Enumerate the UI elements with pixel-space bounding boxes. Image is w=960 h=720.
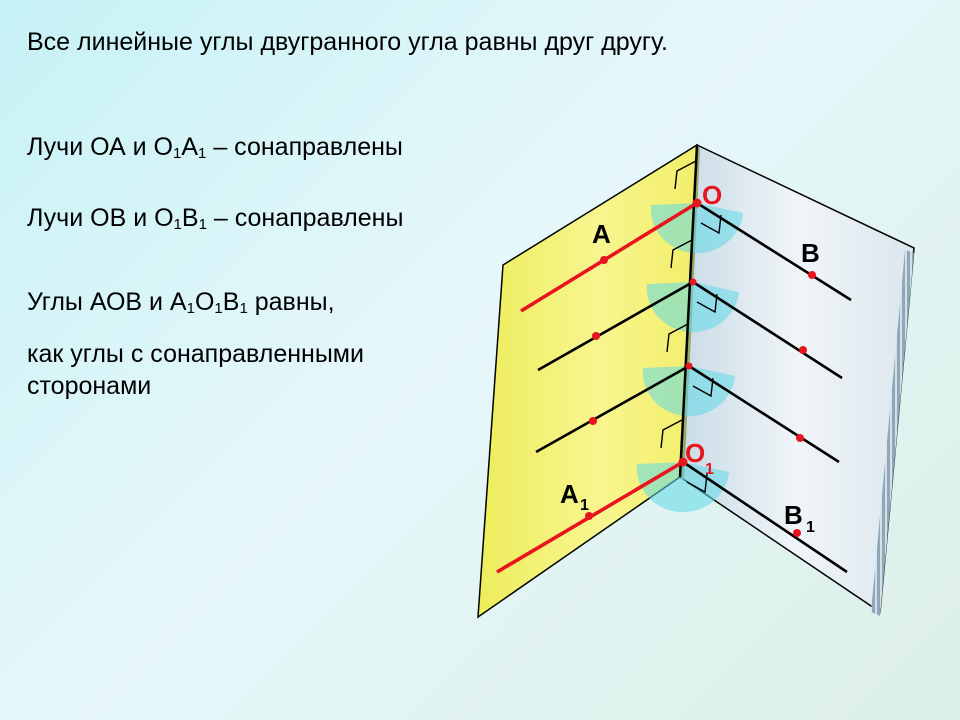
angles-mid2: В xyxy=(222,288,240,316)
label-b1-sub: 1 xyxy=(806,519,815,536)
reason-line2: сторонами xyxy=(27,372,152,400)
statement-rays-oa: Лучи ОА и О1А1 – сонаправлены xyxy=(27,133,403,162)
ray-right xyxy=(682,460,848,574)
angles-post: равны, xyxy=(247,288,335,316)
label-o1: O xyxy=(685,438,705,468)
statement-rays-ob: Лучи ОВ и О1В1 – сонаправлены xyxy=(27,204,403,233)
right-plane-thickness xyxy=(871,250,914,616)
statement-reason-line2: сторонами xyxy=(27,372,151,401)
ray-point-right xyxy=(799,346,807,354)
angles-mid1: О xyxy=(194,288,215,316)
rays-ob-pre: Лучи ОВ и О xyxy=(27,204,174,232)
vertex-point xyxy=(685,362,693,370)
subscript: 1 xyxy=(198,216,207,233)
ray-point-left xyxy=(592,332,600,340)
statement-reason-line1: как углы с сонаправленными xyxy=(27,340,364,369)
ray-point-left xyxy=(600,256,608,264)
label-a1: А xyxy=(560,479,579,509)
subscript: 1 xyxy=(186,300,195,317)
vertex-point xyxy=(689,278,697,286)
label-a1-sub: 1 xyxy=(580,497,589,514)
reason-line1: как углы с сонаправленными xyxy=(27,340,364,368)
ray-point-right xyxy=(796,434,804,442)
rays-group xyxy=(496,201,852,574)
ray-left xyxy=(535,364,690,454)
ray-point-left xyxy=(585,512,593,520)
subscript: 1 xyxy=(239,300,248,317)
ray-point-right xyxy=(793,529,801,537)
label-b: В xyxy=(801,238,820,268)
rays-oa-post: – сонаправлены xyxy=(206,133,403,161)
subscript: 1 xyxy=(214,300,223,317)
label-o: O xyxy=(702,180,722,210)
label-a: А xyxy=(592,219,611,249)
slide-title: Все линейные углы двугранного угла равны… xyxy=(27,28,668,57)
right-angle-mark xyxy=(700,214,722,235)
right-angle-mark xyxy=(674,160,697,190)
label-b1: В xyxy=(784,500,803,530)
right-angle-mark xyxy=(696,293,718,314)
ray-right xyxy=(688,364,840,464)
points-group xyxy=(585,198,816,537)
rays-oa-pre: Лучи ОА и О xyxy=(27,133,173,161)
rays-ob-post: – сонаправлены xyxy=(206,204,404,232)
ray-left xyxy=(537,280,694,372)
title-text: Все линейные углы двугранного угла равны… xyxy=(27,28,668,56)
vertex-point xyxy=(678,457,688,467)
subscript: 1 xyxy=(173,145,182,162)
vertex-point xyxy=(692,198,702,208)
ray-point-left xyxy=(589,417,597,425)
right-angle-mark xyxy=(686,473,708,494)
statement-angles: Углы АОВ и А1О1В1 равны, xyxy=(27,288,335,317)
right-angle-mark xyxy=(666,323,689,353)
angle-sector xyxy=(636,462,729,513)
subscript: 1 xyxy=(198,145,207,162)
ray-left xyxy=(520,201,698,313)
ray-right xyxy=(696,201,852,302)
ray-right xyxy=(692,280,843,380)
angles-pre: Углы АОВ и А xyxy=(27,288,187,316)
rays-ob-mid: В xyxy=(181,204,199,232)
right-angle-mark xyxy=(692,377,714,398)
ray-point-right xyxy=(808,271,816,279)
right-angle-mark xyxy=(660,419,683,449)
rays-oa-mid: А xyxy=(181,133,199,161)
right-angle-mark xyxy=(670,239,693,269)
label-o1-sub: 1 xyxy=(705,461,714,478)
subscript: 1 xyxy=(173,216,182,233)
